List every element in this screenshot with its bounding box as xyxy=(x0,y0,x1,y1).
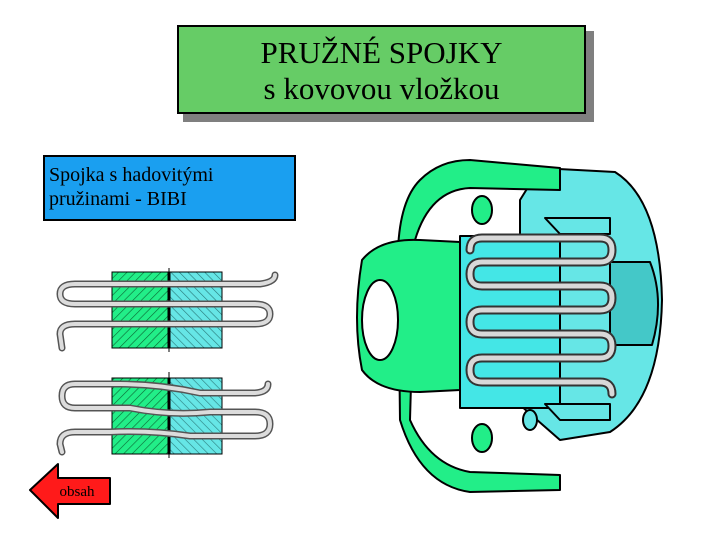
caption-line-1: Spojka s hadovitými xyxy=(49,164,214,186)
back-button[interactable] xyxy=(28,462,112,524)
title-line-1: PRUŽNÉ SPOJKY xyxy=(260,35,503,70)
title-line-2: s kovovou vložkou xyxy=(263,71,500,106)
page-title: PRUŽNÉ SPOJKY s kovovou vložkou xyxy=(177,25,586,114)
caption-box: Spojka s hadovitými pružinami - BIBI xyxy=(43,155,296,221)
section-view-deflected xyxy=(56,372,274,458)
back-arrow-icon xyxy=(29,463,111,519)
section-view-straight xyxy=(56,268,279,352)
coupling-cutaway xyxy=(356,159,663,493)
caption-line-2: pružinami - BIBI xyxy=(49,188,187,210)
serpentine-springs xyxy=(465,233,617,399)
